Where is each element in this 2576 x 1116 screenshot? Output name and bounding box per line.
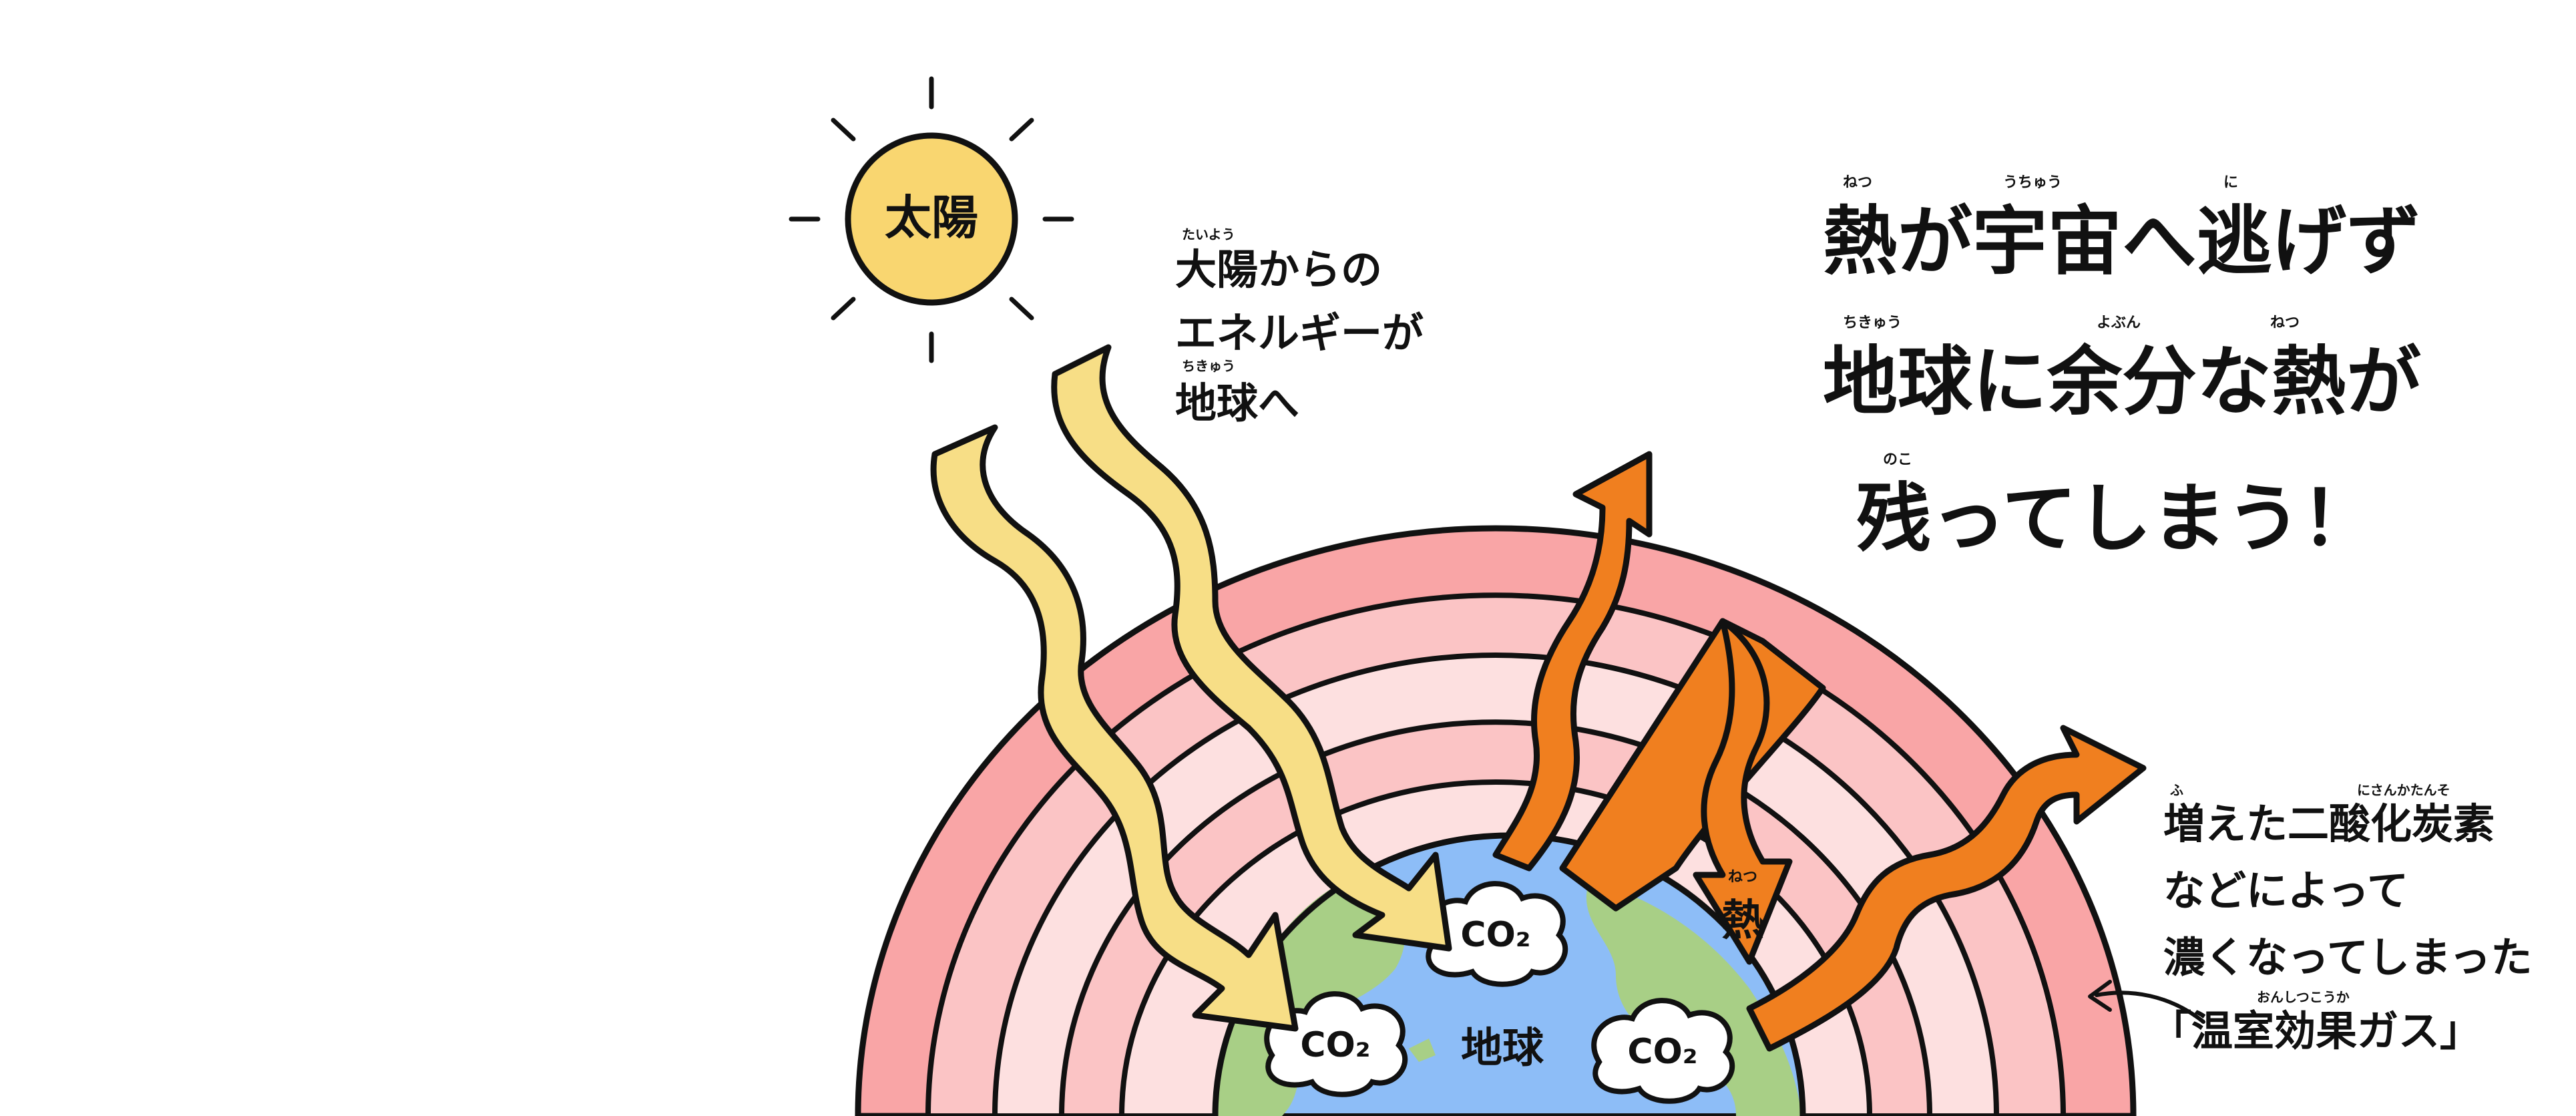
headline: ねつ うちゅう に 熱が宇宙へ逃げず ちきゅう よぶん ねつ 地球に余分な熱が … xyxy=(1823,174,2421,562)
greenhouse-ruby: おんしつこうか xyxy=(2257,989,2350,1005)
heat-label: 熱 xyxy=(1721,896,1764,946)
greenhouse-line-3: 濃くなってしまった xyxy=(2163,933,2532,982)
earth-label: 地球 xyxy=(1461,1023,1544,1072)
sun-energy-text: たいよう 大陽からの エネルギーが ちきゅう 地球へ xyxy=(1175,226,1424,427)
heat-label-ruby: ねつ xyxy=(1728,869,1757,886)
sun-energy-ruby: ちきゅう xyxy=(1182,358,1235,374)
headline-ruby: ちきゅう xyxy=(1843,315,1902,331)
headline-ruby: のこ xyxy=(1883,451,1912,468)
sun-energy-line-2: エネルギーが xyxy=(1175,309,1424,357)
co2-label: CO₂ xyxy=(1300,1025,1370,1065)
sun-energy-ruby: たいよう xyxy=(1182,226,1235,242)
sun-energy-line-1: 大陽からの xyxy=(1175,245,1382,294)
headline-line-3: 残ってしまう！ xyxy=(1856,476,2376,562)
co2-label: CO₂ xyxy=(1460,915,1530,955)
greenhouse-line-4: 「温室効果ガス」 xyxy=(2150,1006,2481,1055)
greenhouse-ruby: にさんかたんそ xyxy=(2357,782,2450,798)
sun: 太陽 xyxy=(791,79,1072,361)
greenhouse-text: ふ にさんかたんそ 増えた二酸化炭素 などによって 濃くなってしまった おんしつ… xyxy=(2150,782,2532,1055)
greenhouse-line-1: 増えた二酸化炭素 xyxy=(2163,799,2495,848)
headline-ruby: うちゅう xyxy=(2003,174,2062,191)
headline-ruby: よぶん xyxy=(2097,315,2141,331)
sun-energy-line-3: 地球へ xyxy=(1175,379,1299,427)
headline-ruby: ねつ xyxy=(2270,315,2300,331)
co2-label: CO₂ xyxy=(1627,1032,1697,1072)
headline-ruby: に xyxy=(2223,174,2238,191)
greenhouse-line-2: などによって xyxy=(2163,866,2408,915)
headline-ruby: ねつ xyxy=(1843,174,1872,191)
headline-line-2: 地球に余分な熱が xyxy=(1823,339,2421,425)
sun-label: 太陽 xyxy=(885,190,978,245)
greenhouse-ruby: ふ xyxy=(2170,782,2183,798)
headline-line-1: 熱が宇宙へ逃げず xyxy=(1823,198,2421,285)
